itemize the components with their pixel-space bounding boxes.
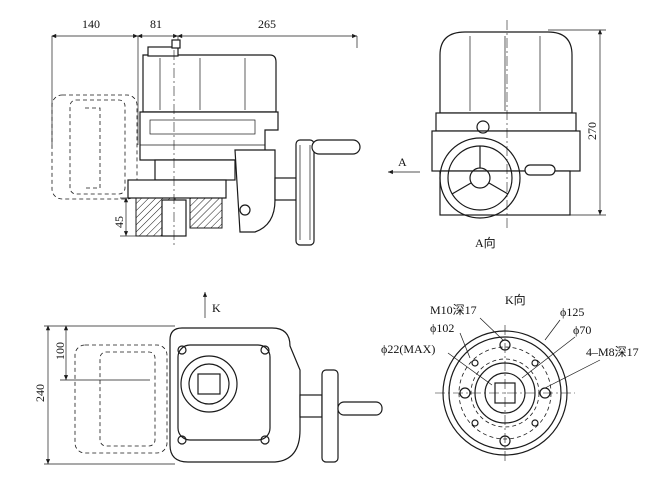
callout-m10: M10深17 [430,303,477,317]
arrow-a-label: A [398,155,407,169]
dim-270-label: 270 [585,122,599,140]
callout-m8: 4–M8深17 [586,345,639,359]
flange-view-k: K向 M10深17 ϕ102 ϕ22(MAX) ϕ125 ϕ70 4–M8深17 [381,292,639,462]
view-a-caption: A向 [475,235,496,250]
dim-81-label: 81 [150,17,162,31]
dim-140-label: 140 [82,17,100,31]
crank-handle [311,139,361,155]
dim-45-label: 45 [112,216,126,228]
view-k-caption: K向 [505,292,526,307]
dim-265-label: 265 [258,17,276,31]
callout-d125: ϕ125 [560,305,584,319]
dim-240-label: 240 [33,384,47,402]
dim-100-label: 100 [53,342,67,360]
callout-d22: ϕ22(MAX) [381,342,435,356]
callout-d70: ϕ70 [573,323,591,337]
front-view: 140 81 265 45 [51,17,361,246]
side-view-a: A 270 A向 [388,20,606,250]
plan-view: K 100 240 [33,292,383,465]
callout-d102: ϕ102 [430,321,454,335]
arrow-k-label: K [212,301,221,315]
